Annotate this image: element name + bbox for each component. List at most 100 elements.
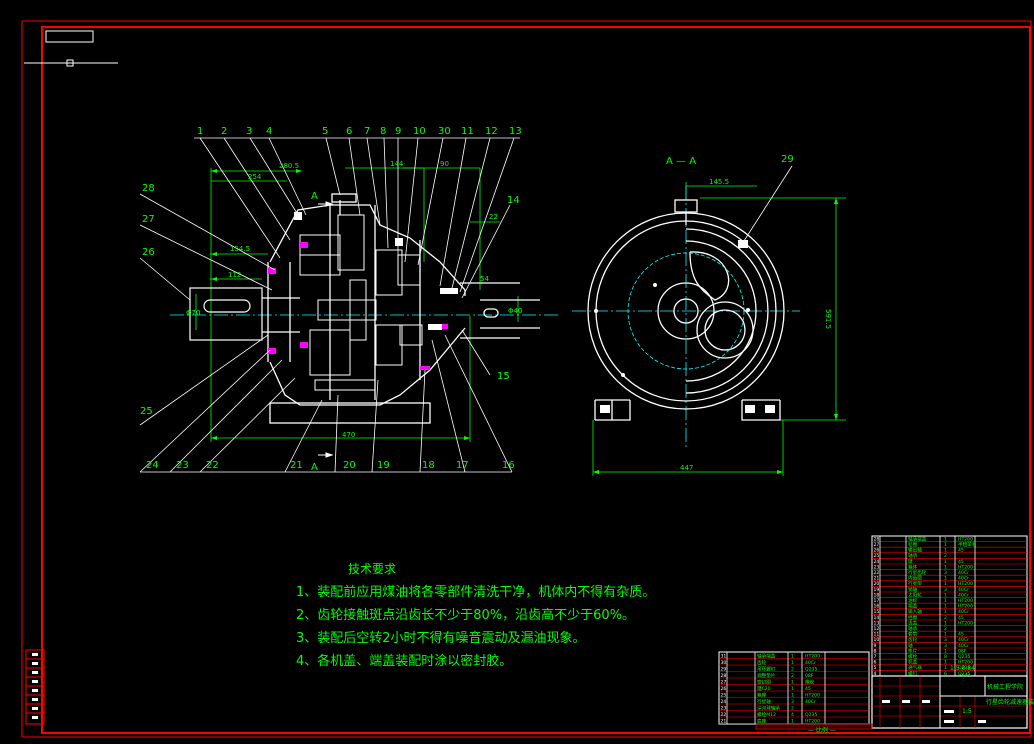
table-cell-no: 25 bbox=[721, 692, 727, 698]
table-cell-mat: 40Cr bbox=[958, 576, 969, 582]
table-cell-qty: 1 bbox=[791, 718, 794, 724]
table-cell-name: 端盖 bbox=[908, 603, 918, 610]
table-cell-mat: HT200 bbox=[958, 620, 973, 626]
balloon-2: 2 bbox=[221, 126, 227, 137]
table-cell-no: 11 bbox=[874, 632, 880, 638]
table-cell-mat: HT200 bbox=[958, 604, 973, 610]
table-cell-mat: 橡胶 bbox=[805, 678, 815, 685]
table-cell-no: 12 bbox=[874, 626, 880, 632]
table-cell-name: 齿轮 bbox=[757, 659, 767, 666]
title-block-sheet: 1:5 0.84 bbox=[950, 665, 975, 672]
balloon-1: 1 bbox=[197, 126, 203, 137]
table-cell-name: 键C20 bbox=[757, 685, 771, 692]
balloon-7: 7 bbox=[364, 126, 370, 137]
table-cell-mat: 40Cr bbox=[805, 699, 816, 705]
dim-447: 447 bbox=[680, 464, 693, 472]
table-cell-no: 8 bbox=[874, 648, 877, 654]
table-cell-no: 26 bbox=[721, 686, 727, 692]
balloon-16: 16 bbox=[502, 460, 515, 471]
table-cell-name: 键 bbox=[908, 558, 913, 565]
table-cell-no: 27 bbox=[721, 679, 727, 685]
section-label-a-a: A — A bbox=[666, 156, 696, 167]
table-cell-no: 16 bbox=[874, 604, 880, 610]
table-cell-no: 18 bbox=[874, 592, 880, 598]
table-cell-no: 28 bbox=[721, 673, 727, 679]
balloon-5: 5 bbox=[322, 126, 328, 137]
table-cell-no: 13 bbox=[874, 620, 880, 626]
table-cell-no: 25 bbox=[874, 553, 880, 559]
table-cell-qty: 2 bbox=[791, 705, 794, 711]
table-cell-mat: HT200 bbox=[958, 564, 973, 570]
table-cell-no: 27 bbox=[874, 542, 880, 548]
table-cell-qty: 2 bbox=[944, 615, 947, 621]
table-cell-name: 吊环螺钉 bbox=[757, 665, 776, 672]
table-cell-no: 14 bbox=[874, 615, 880, 621]
table-cell-qty: 1 bbox=[944, 665, 947, 671]
table-cell-name: 垫片 bbox=[908, 647, 918, 654]
balloon-22: 22 bbox=[206, 460, 219, 471]
tech-req-title: 技术要求 bbox=[348, 562, 397, 576]
table-cell-mat: HT200 bbox=[805, 718, 820, 724]
balloon-20: 20 bbox=[343, 460, 356, 471]
table-cell-qty: 1 bbox=[944, 564, 947, 570]
table-cell-no: 9 bbox=[874, 643, 877, 649]
balloon-23: 23 bbox=[176, 460, 189, 471]
table-cell-no: 21 bbox=[721, 718, 727, 724]
dim-280: 280.5 bbox=[279, 162, 299, 170]
dim-144: 144 bbox=[390, 160, 404, 168]
table-cell-name: 轴承 bbox=[908, 625, 918, 632]
balloon-col-left: 28 27 26 25 bbox=[140, 183, 155, 417]
table-cell-name: 深沟球轴承 bbox=[757, 704, 780, 711]
table-cell-name: 螺栓 bbox=[908, 653, 918, 660]
table-cell-qty: 1 bbox=[944, 536, 947, 542]
tech-req-item-2: 2、齿轮接触斑点沿齿长不少于80%，沿齿高不少于60%。 bbox=[296, 608, 636, 623]
side-view-a-a: A — A 145.5 591.5 447 bbox=[572, 154, 846, 476]
table-cell-qty: 2 bbox=[791, 666, 794, 672]
dim-22: 22 bbox=[489, 213, 498, 221]
table-cell-name: 机盖 bbox=[908, 659, 918, 666]
table-cell-qty: 1 bbox=[944, 598, 947, 604]
table-cell-no: 17 bbox=[874, 598, 880, 604]
table-cell-name: 行星架 bbox=[908, 580, 922, 587]
title-block-school: 机械工程学院 bbox=[987, 683, 1023, 691]
table-cell-mat: Q235 bbox=[958, 665, 970, 671]
balloon-9: 9 bbox=[395, 126, 401, 137]
dim-90: 90 bbox=[440, 160, 449, 168]
table-cell-qty: 8 bbox=[944, 654, 947, 660]
table-cell-name: 轴承端盖 bbox=[908, 535, 927, 542]
dim-470: 470 bbox=[342, 431, 355, 439]
table-cell-qty: 1 bbox=[944, 592, 947, 598]
table-cell-qty: 1 bbox=[791, 660, 794, 666]
table-cell-no: 29 bbox=[721, 666, 727, 672]
table-cell-qty: 3 bbox=[944, 643, 947, 649]
table-cell-name: 内齿圈 bbox=[908, 575, 922, 582]
balloon-12: 12 bbox=[485, 126, 498, 137]
dim-54: 54 bbox=[480, 275, 489, 283]
table-cell-mat: 45 bbox=[805, 686, 811, 692]
table-cell-qty: 1 bbox=[944, 609, 947, 615]
table-cell-qty: 1 bbox=[944, 660, 947, 666]
table-cell-mat: HT200 bbox=[805, 692, 820, 698]
title-block-title: 行星齿轮减速器装配图 bbox=[986, 698, 1034, 706]
table-cell-mat: 45 bbox=[958, 615, 964, 621]
table-cell-no: 22 bbox=[874, 570, 880, 576]
table-cell-mat: 45 bbox=[958, 632, 964, 638]
